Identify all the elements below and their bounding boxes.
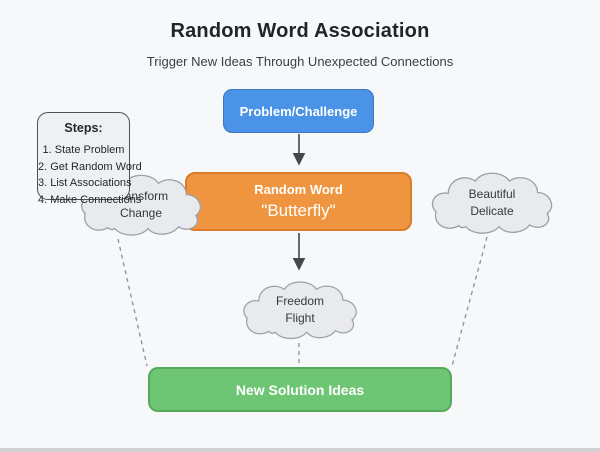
new-solution-ideas-label: New Solution Ideas	[235, 381, 365, 398]
cloud-line: Freedom	[275, 294, 325, 308]
dashed-transform-to-solution	[117, 238, 148, 367]
steps-title: Steps:	[64, 121, 103, 135]
page-subtitle: Trigger New Ideas Through Unexpected Con…	[146, 54, 454, 69]
page-title: Random Word Association	[170, 20, 430, 42]
steps-item: 3. List Associations	[38, 177, 132, 189]
dashed-beautiful-to-solution	[451, 236, 488, 367]
cloud-beautiful-delicate: Beautiful Delicate	[428, 168, 556, 238]
new-solution-ideas-node: New Solution Ideas	[148, 367, 452, 412]
cloud-freedom-flight: Freedom Flight	[238, 277, 362, 343]
problem-challenge-node: Problem/Challenge	[223, 89, 374, 133]
steps-item: 4. Make Connections	[38, 193, 142, 206]
diagram-header: Random Word Association Trigger New Idea…	[0, 20, 600, 69]
cloud-line: Flight	[285, 311, 315, 325]
problem-challenge-label: Problem/Challenge	[239, 103, 358, 119]
cloud-line: Change	[119, 206, 163, 220]
cloud-freedom-flight-text: Freedom Flight	[238, 277, 362, 343]
steps-item: 1. State Problem	[42, 144, 125, 156]
cloud-shape	[431, 172, 553, 234]
random-word-label: Random Word	[254, 182, 343, 197]
cloud-shape	[243, 281, 357, 340]
steps-panel: Steps: 1. State Problem 2. Get Random Wo…	[37, 112, 142, 206]
cloud-line: Delicate	[470, 204, 514, 218]
window-bottom-edge	[0, 448, 600, 452]
cloud-line: Beautiful	[468, 187, 516, 201]
random-word-node: Random Word "Butterfly"	[185, 172, 412, 231]
cloud-beautiful-delicate-text: Beautiful Delicate	[428, 168, 556, 238]
steps-item: 2. Get Random Word	[38, 160, 142, 173]
random-word-value: "Butterfly"	[261, 201, 336, 220]
